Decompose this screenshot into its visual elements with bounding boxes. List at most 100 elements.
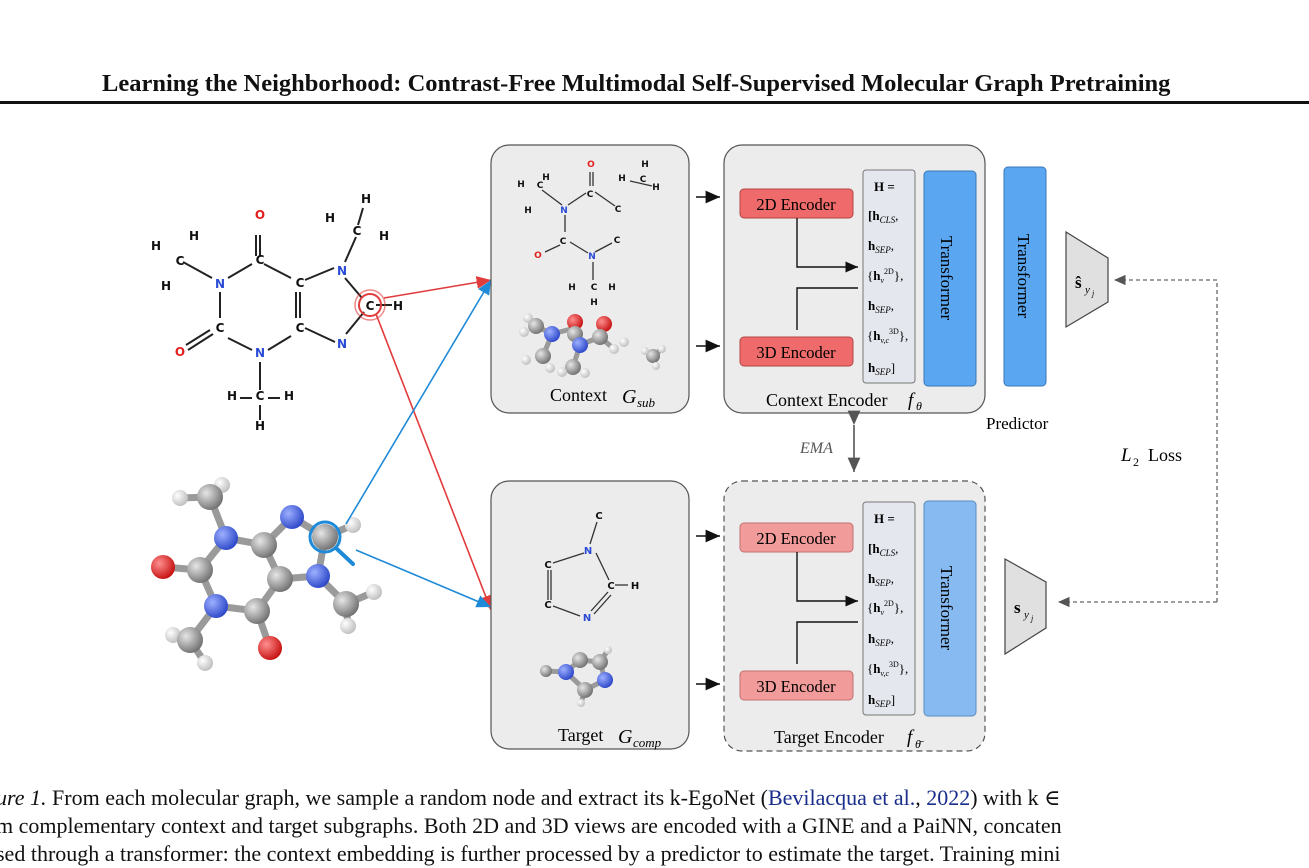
svg-text:H: H: [255, 419, 265, 433]
svg-text:O: O: [587, 160, 595, 170]
ema-connector: EMA: [799, 410, 861, 472]
context-3d-encoder-label: 3D Encoder: [756, 343, 836, 362]
header-rule: [0, 101, 1309, 104]
svg-text:hSEP,: hSEP,: [868, 571, 894, 588]
svg-text:{hv,c3D},: {hv,c3D},: [867, 660, 908, 678]
target-symbol: G: [618, 726, 633, 748]
svg-text:C: C: [176, 254, 185, 268]
svg-text:H: H: [608, 283, 616, 293]
context-2d-encoder-label: 2D Encoder: [756, 195, 836, 214]
caption-line-1: ure 1. From each molecular graph, we sam…: [0, 784, 1305, 812]
svg-text:C: C: [615, 205, 622, 215]
svg-text:H: H: [284, 389, 294, 403]
caption-citation-link[interactable]: Bevilacqua et al.: [767, 785, 916, 810]
svg-text:C: C: [537, 181, 544, 191]
svg-text:H: H: [379, 229, 389, 243]
target-encoder-symbol: f: [907, 727, 915, 748]
target-encoder-block: 2D Encoder 3D Encoder H = [hCLS, hSEP, {…: [723, 480, 986, 752]
loss-symbol: L: [1120, 445, 1132, 466]
svg-text:O: O: [534, 251, 542, 261]
caption-citation-year-link[interactable]: 2022: [926, 785, 971, 810]
svg-text:H: H: [325, 211, 335, 225]
svg-text:H: H: [151, 239, 161, 253]
svg-text:H =: H =: [874, 511, 895, 526]
svg-text:{hv2D},: {hv2D},: [867, 267, 903, 285]
paper-header: Learning the Neighborhood: Contrast-Free…: [0, 70, 1309, 104]
context-transformer-label: Transformer: [937, 236, 956, 321]
context-subscript: sub: [637, 395, 656, 410]
svg-text:H: H: [590, 298, 598, 308]
s-subscript: y: [1023, 609, 1029, 621]
svg-text:C: C: [587, 190, 594, 200]
context-encoder-label: Context Encoder: [766, 390, 887, 410]
svg-text:H: H: [618, 174, 626, 184]
s-hat-subscript: y: [1084, 284, 1090, 296]
svg-text:C: C: [256, 253, 265, 267]
svg-text:H: H: [393, 299, 403, 313]
svg-text:N: N: [255, 346, 265, 360]
target-encoder-subscript: θ̄: [915, 737, 924, 751]
svg-text:C: C: [256, 389, 265, 403]
svg-text:C: C: [560, 237, 567, 247]
target-3d-encoder-label: 3D Encoder: [756, 677, 836, 696]
svg-text:{hv2D},: {hv2D},: [867, 599, 903, 617]
svg-text:H: H: [631, 581, 639, 592]
target-2d-encoder-label: 2D Encoder: [756, 529, 836, 548]
svg-text:N: N: [337, 264, 347, 278]
svg-text:C: C: [544, 600, 551, 611]
svg-text:H: H: [641, 160, 649, 170]
svg-text:N: N: [588, 252, 596, 262]
svg-text:C: C: [640, 175, 647, 185]
svg-text:H: H: [161, 279, 171, 293]
svg-text:C: C: [607, 581, 614, 592]
svg-text:H: H: [189, 229, 199, 243]
svg-text:H =: H =: [874, 179, 895, 194]
s-hat-subsubscript: j: [1091, 289, 1095, 298]
svg-text:O: O: [255, 208, 265, 222]
svg-text:C: C: [353, 224, 362, 238]
predicted-embedding-output: ŝ y j: [1065, 230, 1109, 329]
svg-text:H: H: [227, 389, 237, 403]
svg-text:C: C: [366, 299, 375, 313]
svg-text:H: H: [524, 206, 532, 216]
panel-to-encoder-arrows: [696, 190, 720, 691]
context-symbol: G: [622, 386, 637, 408]
context-encoder-symbol: f: [908, 390, 916, 411]
svg-text:N: N: [560, 206, 568, 216]
caption-line-1-text-a: From each molecular graph, we sample a r…: [46, 785, 768, 810]
loss-subscript: 2: [1133, 455, 1139, 469]
target-transformer-label: Transformer: [937, 566, 956, 651]
svg-text:C: C: [296, 321, 305, 335]
target-subscript: comp: [633, 735, 662, 750]
svg-text:C: C: [614, 236, 621, 246]
predictor-block: Transformer Predictor: [986, 166, 1049, 433]
svg-text:{hv,c3D},: {hv,c3D},: [867, 327, 908, 345]
ema-label: EMA: [799, 440, 833, 457]
target-token-sequence: H = [hCLS, hSEP, {hv2D}, hSEP, {hv,c3D},…: [867, 511, 908, 709]
caffeine-3d-structure: [151, 477, 382, 671]
svg-text:H: H: [517, 180, 525, 190]
caption-line-2: m complementary context and target subgr…: [0, 813, 1062, 838]
svg-text:O: O: [175, 345, 185, 359]
target-embedding-output: s y j: [1004, 557, 1047, 656]
predictor-label: Predictor: [986, 414, 1049, 433]
svg-text:hSEP,: hSEP,: [868, 631, 894, 648]
context-encoder-subscript: θ: [916, 399, 922, 413]
caption-figure-label: ure 1.: [0, 785, 47, 810]
svg-text:H: H: [568, 283, 576, 293]
svg-text:N: N: [583, 613, 591, 624]
svg-text:[hCLS,: [hCLS,: [868, 208, 898, 225]
svg-text:N: N: [215, 277, 225, 291]
svg-text:[hCLS,: [hCLS,: [868, 541, 898, 558]
svg-text:hSEP,: hSEP,: [868, 298, 894, 315]
svg-text:hSEP,: hSEP,: [868, 238, 894, 255]
predictor-transformer-label: Transformer: [1014, 234, 1033, 319]
svg-text:C: C: [595, 511, 602, 522]
svg-text:hSEP]: hSEP]: [868, 692, 895, 709]
svg-text:hSEP]: hSEP]: [868, 360, 895, 377]
context-encoder-block: 2D Encoder 3D Encoder H = [hCLS, hSEP, {…: [723, 144, 986, 414]
sampling-arrows: [345, 276, 492, 611]
caption-line-1-text-b: ,: [915, 785, 927, 810]
